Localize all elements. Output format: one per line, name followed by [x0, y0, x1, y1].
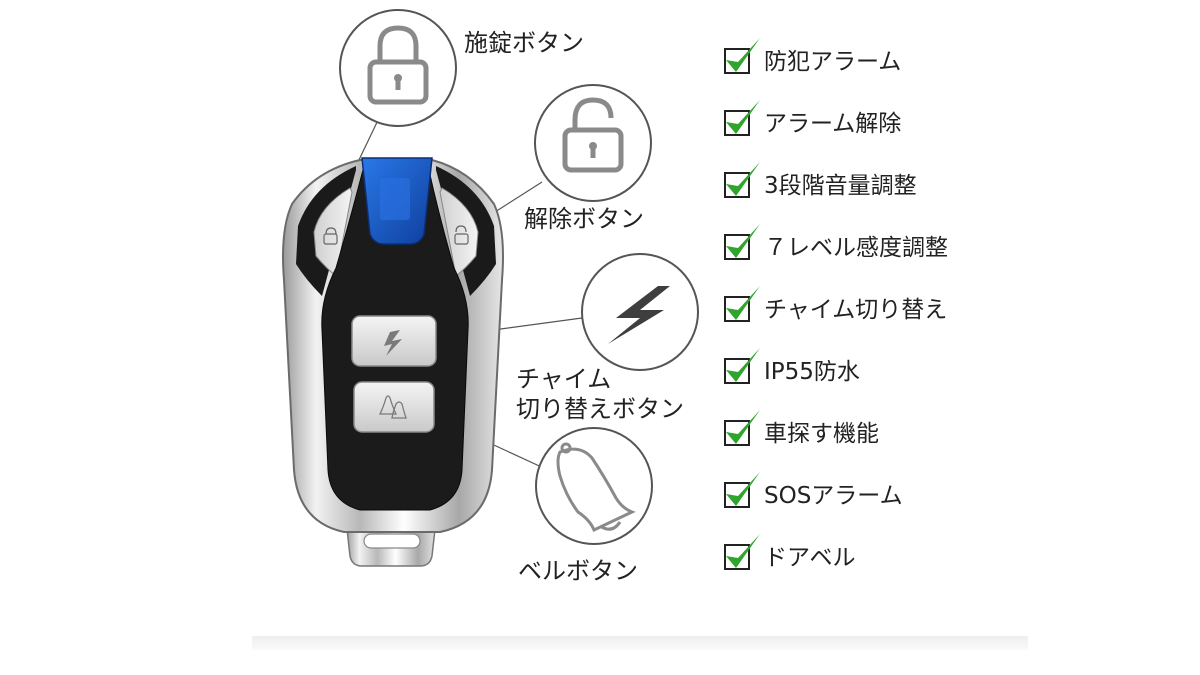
bell-button-label: ベルボタン — [518, 557, 638, 585]
feature-label: ドアベル — [764, 545, 856, 571]
feature-item: 車探す機能 — [724, 400, 948, 462]
feature-item: ドアベル — [724, 524, 948, 586]
feature-item: SOSアラーム — [724, 462, 948, 524]
lock-button-label: 施錠ボタン — [464, 29, 584, 57]
checkmark-icon — [724, 348, 760, 384]
padlock-closed-icon — [367, 25, 429, 105]
lock-callout-circle — [339, 9, 457, 127]
checkmark-icon — [724, 224, 760, 260]
feature-item: 防犯アラーム — [724, 28, 948, 90]
feature-label: IP55防水 — [764, 359, 860, 385]
checkmark-icon — [724, 410, 760, 446]
feature-list: 防犯アラーム アラーム解除 3段階音量調整 ７レベル感度調整 チャイム切り替え … — [724, 28, 948, 586]
feature-label: 防犯アラーム — [764, 49, 902, 75]
checkmark-icon — [724, 286, 760, 322]
bottom-divider — [252, 636, 1028, 650]
unlock-callout-circle — [534, 84, 652, 202]
feature-label: チャイム切り替え — [764, 297, 948, 323]
feature-item: 3段階音量調整 — [724, 152, 948, 214]
remote-control — [282, 157, 504, 567]
chime-button-label-line2: 切り替えボタン — [516, 395, 684, 423]
checkmark-icon — [724, 162, 760, 198]
bell-icon — [556, 442, 636, 533]
feature-label: 3段階音量調整 — [764, 173, 917, 199]
feature-item: チャイム切り替え — [724, 276, 948, 338]
chime-callout-circle — [581, 253, 699, 371]
feature-item: ７レベル感度調整 — [724, 214, 948, 276]
feature-label: 車探す機能 — [764, 421, 879, 447]
checkmark-icon — [724, 472, 760, 508]
checkmark-icon — [724, 534, 760, 570]
unlock-button-label: 解除ボタン — [524, 205, 644, 233]
lightning-bolt-icon — [608, 286, 670, 344]
feature-item: IP55防水 — [724, 338, 948, 400]
feature-item: アラーム解除 — [724, 90, 948, 152]
padlock-open-icon — [562, 97, 624, 173]
bell-callout-circle — [535, 427, 653, 545]
checkmark-icon — [724, 38, 760, 74]
feature-label: SOSアラーム — [764, 483, 903, 509]
feature-label: ７レベル感度調整 — [764, 235, 948, 261]
chime-button-label-line1: チャイム — [516, 365, 612, 393]
feature-label: アラーム解除 — [764, 111, 902, 137]
checkmark-icon — [724, 100, 760, 136]
